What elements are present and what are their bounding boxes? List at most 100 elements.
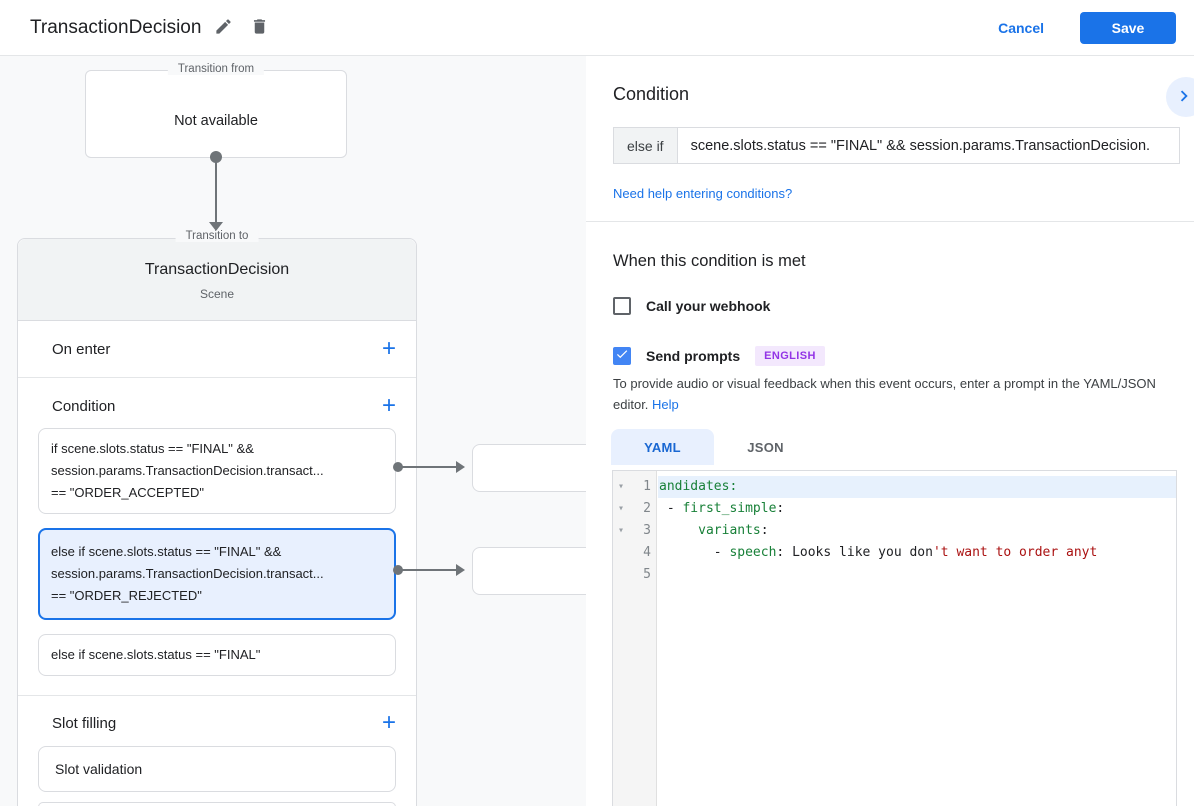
- editor-line: 4 - speech: Looks like you don't want to…: [613, 542, 1176, 564]
- code-token: first_simple: [682, 501, 777, 516]
- code-token: andidates:: [659, 479, 738, 494]
- main: Transition from Not available Transition…: [0, 56, 1194, 806]
- fold-arrow-icon[interactable]: ▾: [617, 525, 625, 536]
- slot-filling-section-header: Slot filling +: [18, 696, 416, 746]
- language-badge: ENGLISH: [755, 346, 825, 366]
- code-content: andidates:: [658, 476, 1176, 498]
- transition-to-legend: Transition to: [175, 230, 259, 242]
- condition-card-text: == "ORDER_REJECTED": [51, 588, 202, 603]
- connector-arrowhead-icon: [456, 461, 465, 473]
- scene-header[interactable]: TransactionDecision Scene: [18, 239, 416, 321]
- panel-divider: [586, 221, 1194, 222]
- flow-canvas: Transition from Not available Transition…: [0, 56, 586, 806]
- condition-detail-panel: Condition else if Need help entering con…: [586, 56, 1194, 806]
- collapse-panel-button[interactable]: [1166, 77, 1194, 117]
- connector-arrowhead-icon: [456, 564, 465, 576]
- line-number: 1: [643, 479, 651, 494]
- transition-to-card: Transition to TransactionDecision Scene …: [17, 230, 417, 806]
- prompt-hint-body: To provide audio or visual feedback when…: [613, 376, 1156, 412]
- delete-button[interactable]: [245, 14, 273, 42]
- add-condition-button[interactable]: +: [381, 392, 396, 419]
- webhook-row: Call your webhook: [613, 297, 770, 315]
- transition-from-value: Not available: [174, 113, 258, 129]
- scene-title: TransactionDecision: [144, 261, 290, 278]
- condition-card-text: else if scene.slots.status == "FINAL" &&: [51, 544, 282, 559]
- prompts-row: Send prompts ENGLISH: [613, 346, 825, 366]
- fold-spacer: [613, 564, 629, 586]
- condition-card-list: if scene.slots.status == "FINAL" && sessi…: [18, 428, 416, 676]
- editor-tabs: YAML JSON: [611, 429, 817, 465]
- code-token: [659, 523, 698, 538]
- code-token: -: [659, 501, 683, 516]
- condition-card-text: == "ORDER_ACCEPTED": [51, 485, 204, 500]
- yaml-editor[interactable]: ▾ 1 andidates: ▾2 - first_simple:▾3 variant…: [612, 470, 1177, 806]
- line-number: 4: [643, 545, 651, 560]
- tab-yaml[interactable]: YAML: [611, 429, 714, 465]
- send-prompts-checkbox[interactable]: [613, 347, 631, 365]
- condition-prefix-label: else if: [613, 127, 677, 164]
- condition-card[interactable]: if scene.slots.status == "FINAL" && sessi…: [38, 428, 396, 514]
- code-content: [658, 564, 1176, 586]
- connector-arrowhead-icon: [209, 222, 223, 231]
- transition-target-box[interactable]: [472, 547, 586, 595]
- connector-line: [215, 157, 217, 223]
- when-condition-met-title: When this condition is met: [613, 252, 806, 270]
- code-token: :: [760, 523, 769, 538]
- conditions-help-link[interactable]: Need help entering conditions?: [613, 186, 793, 201]
- prompt-hint-text: To provide audio or visual feedback when…: [613, 373, 1171, 415]
- editor-line: ▾2 - first_simple:: [613, 498, 1176, 520]
- prompt-help-link[interactable]: Help: [652, 397, 679, 412]
- cancel-button[interactable]: Cancel: [998, 19, 1044, 36]
- transition-from-box[interactable]: Transition from Not available: [85, 63, 347, 158]
- slot-validation-card[interactable]: Slot validation: [38, 746, 396, 792]
- condition-section-header: Condition +: [18, 378, 416, 428]
- add-slot-button[interactable]: +: [381, 709, 396, 736]
- transition-target-box[interactable]: [472, 444, 586, 492]
- condition-card-text: else if scene.slots.status == "FINAL": [51, 647, 261, 662]
- line-number: 5: [643, 567, 651, 582]
- condition-section-label: Condition: [52, 397, 116, 415]
- condition-expression-input[interactable]: [676, 127, 1180, 164]
- partial-card: [38, 802, 396, 806]
- condition-input-group: else if: [613, 127, 1180, 164]
- scene-subtitle: Scene: [199, 287, 235, 301]
- editor-gutter: [613, 471, 657, 806]
- connector-line: [398, 466, 456, 468]
- call-webhook-label[interactable]: Call your webhook: [646, 298, 771, 314]
- connector-line: [398, 569, 456, 571]
- editor-line: 5: [613, 564, 1176, 586]
- header: TransactionDecision Cancel Save: [0, 0, 1194, 56]
- slot-filling-label: Slot filling: [52, 714, 117, 732]
- editor-lines: ▾ 1 andidates: ▾2 - first_simple:▾3 variant…: [613, 471, 1176, 586]
- condition-card[interactable]: else if scene.slots.status == "FINAL": [38, 634, 396, 676]
- code-token: speech: [729, 545, 777, 560]
- add-on-enter-button[interactable]: +: [381, 335, 396, 362]
- call-webhook-checkbox[interactable]: [613, 297, 631, 315]
- tab-json[interactable]: JSON: [747, 439, 784, 455]
- code-token: -: [659, 545, 730, 560]
- condition-card-text: session.params.TransactionDecision.trans…: [51, 463, 324, 478]
- chevron-right-icon: [1166, 85, 1194, 110]
- editor-line: ▾3 variants:: [613, 520, 1176, 542]
- condition-card-text: if scene.slots.status == "FINAL" &&: [51, 441, 254, 456]
- fold-spacer: [613, 542, 629, 564]
- code-token: : Looks like you don: [776, 545, 933, 560]
- code-content: - first_simple:: [658, 498, 1176, 520]
- code-token: variants: [698, 523, 761, 538]
- code-content: - speech: Looks like you don't want to o…: [658, 542, 1176, 564]
- send-prompts-label[interactable]: Send prompts: [646, 348, 741, 364]
- condition-card[interactable]: else if scene.slots.status == "FINAL" &&…: [38, 528, 396, 620]
- save-button[interactable]: Save: [1080, 11, 1176, 44]
- checkmark-icon: [615, 347, 629, 366]
- panel-title: Condition: [613, 84, 690, 104]
- fold-arrow-icon[interactable]: ▾: [617, 503, 625, 514]
- edit-button[interactable]: [209, 14, 237, 42]
- on-enter-row: On enter +: [18, 321, 416, 378]
- trash-icon: [250, 17, 269, 39]
- page-title: TransactionDecision: [30, 16, 202, 38]
- editor-line: ▾ 1 andidates:: [613, 476, 1176, 498]
- code-token: :: [776, 501, 785, 516]
- condition-card-text: session.params.TransactionDecision.trans…: [51, 566, 324, 581]
- section-divider: [18, 695, 416, 696]
- fold-arrow-icon[interactable]: ▾: [617, 481, 625, 492]
